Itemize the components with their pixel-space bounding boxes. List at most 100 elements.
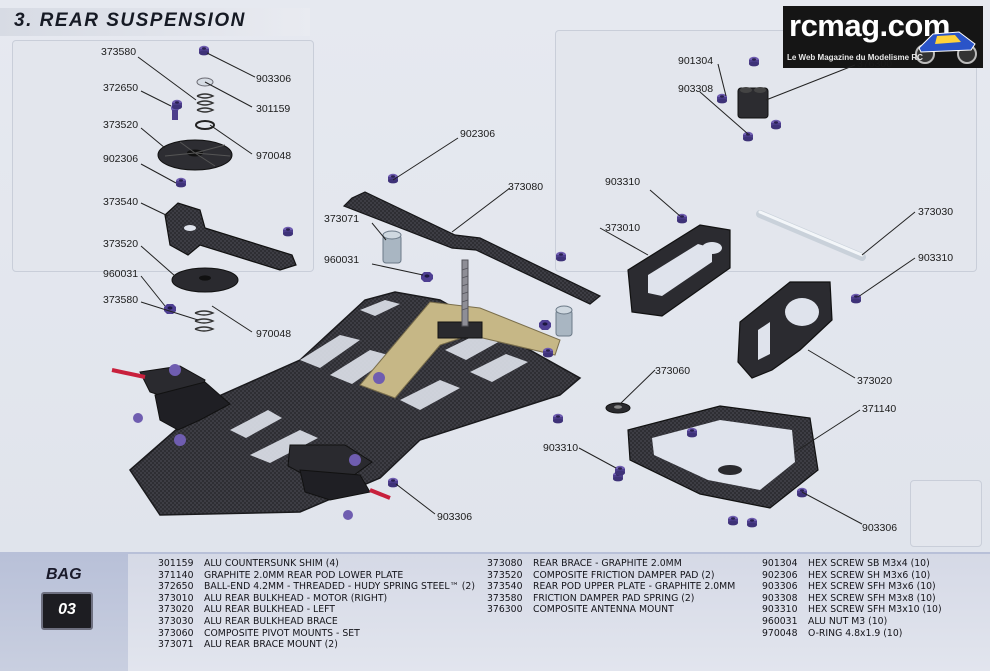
- part-code: 373540: [487, 581, 523, 593]
- rear-pod-upper-plate: [164, 202, 297, 271]
- part-description: ALU COUNTERSUNK SHIM (4): [204, 558, 339, 569]
- callout-label: 901304: [678, 55, 713, 67]
- callout-label: 903310: [543, 442, 578, 454]
- part-description: GRAPHITE 2.0MM REAR POD LOWER PLATE: [204, 569, 404, 581]
- rear-pod-lower-plate: [627, 405, 819, 509]
- rear-bulkhead-motor: [627, 224, 731, 317]
- rear-bulkhead-left: [737, 281, 833, 379]
- part-row: 970048 O-RING 4.8x1.9 (10): [762, 628, 942, 640]
- logo-text: rcmag.com: [789, 8, 950, 43]
- callout-label: 903306: [862, 522, 897, 534]
- part-description: ALU REAR BULKHEAD - LEFT: [204, 604, 335, 616]
- part-code: 903310: [762, 604, 798, 616]
- rear-arm-assembly: [111, 364, 391, 520]
- part-row: 373540 REAR POD UPPER PLATE - GRAPHITE 2.…: [487, 581, 735, 593]
- friction-damper-stack: [157, 77, 233, 171]
- part-description: HEX SCREW SFH M3x8 (10): [808, 592, 936, 604]
- part-row: 373060 COMPOSITE PIVOT MOUNTS - SET: [158, 628, 475, 640]
- callout-label: 373540: [103, 196, 138, 208]
- part-description: ALU REAR BRACE MOUNT (2): [204, 639, 338, 651]
- callout-label: 373580: [101, 46, 136, 58]
- part-description: COMPOSITE PIVOT MOUNTS - SET: [204, 627, 360, 639]
- callout-label: 372650: [103, 82, 138, 94]
- part-description: HEX SCREW SH M3x6 (10): [808, 569, 931, 581]
- part-code: 902306: [762, 569, 798, 581]
- callout-label: 371140: [862, 403, 896, 415]
- callout-label: 903308: [678, 83, 713, 95]
- part-code: 373520: [487, 569, 523, 581]
- part-row: 902306 HEX SCREW SH M3x6 (10): [762, 570, 942, 582]
- rcmag-logo: rcmag.com Le Web Magazine du Modelisme R…: [783, 6, 983, 68]
- part-code: 373020: [158, 604, 194, 616]
- part-callouts: 373580 903306 372650 301159 373520 97004…: [101, 46, 953, 534]
- part-code: 373010: [158, 592, 194, 604]
- background-page-right: [555, 30, 977, 272]
- parts-list-panel: [128, 554, 990, 671]
- part-description: HEX SCREW SFH M3x6 (10): [808, 581, 936, 593]
- part-code: 301159: [158, 558, 194, 569]
- friction-damper-lower: [171, 267, 239, 332]
- part-description: ALU REAR BULKHEAD - MOTOR (RIGHT): [204, 592, 388, 604]
- part-code: 903308: [762, 592, 798, 604]
- part-code: 373060: [158, 627, 194, 639]
- part-code: 901304: [762, 558, 798, 569]
- callout-label: 373020: [857, 375, 892, 387]
- antenna-mount: [737, 87, 769, 119]
- part-code: 373030: [158, 615, 194, 627]
- pivot-mount: [605, 402, 631, 414]
- callout-label: 902306: [103, 153, 138, 165]
- brace-mount-left: [382, 230, 402, 264]
- bag-number-badge: 03: [41, 592, 93, 630]
- part-row: 376300 COMPOSITE ANTENNA MOUNT: [487, 604, 735, 616]
- part-description: COMPOSITE ANTENNA MOUNT: [533, 604, 674, 616]
- callout-label: 373520: [103, 119, 138, 131]
- callout-label: 301159: [256, 103, 290, 115]
- callout-label: 373060: [655, 365, 690, 377]
- part-description: O-RING 4.8x1.9 (10): [808, 627, 903, 639]
- callout-label: 960031: [103, 268, 138, 280]
- part-row: 960031 ALU NUT M3 (10): [762, 616, 942, 628]
- part-description: REAR POD UPPER PLATE - GRAPHITE 2.0MM: [533, 581, 736, 593]
- bag-label: BAG: [46, 566, 82, 583]
- part-row: 373520 COMPOSITE FRICTION DAMPER PAD (2): [487, 570, 735, 582]
- part-code: 970048: [762, 627, 798, 639]
- part-row: 903308 HEX SCREW SFH M3x8 (10): [762, 593, 942, 605]
- callout-label: 960031: [324, 254, 359, 266]
- callout-label: 373071: [324, 213, 359, 225]
- part-code: 960031: [762, 615, 798, 627]
- part-code: 376300: [487, 604, 523, 616]
- parts-column-1: 301159 ALU COUNTERSUNK SHIM (4) 371140 GRA…: [158, 558, 475, 651]
- brace-mount-right: [555, 305, 573, 337]
- part-code: 371140: [158, 569, 194, 581]
- part-row: 373010 ALU REAR BULKHEAD - MOTOR (RIGHT): [158, 593, 475, 605]
- part-row: 301159 ALU COUNTERSUNK SHIM (4): [158, 558, 475, 570]
- part-description: ALU NUT M3 (10): [808, 615, 888, 627]
- callout-label: 376300: [857, 58, 892, 70]
- callout-label: 903310: [918, 252, 953, 264]
- parts-footer: [0, 552, 990, 671]
- brass-brace-plate: [359, 259, 561, 399]
- part-row: 373071 ALU REAR BRACE MOUNT (2): [158, 639, 475, 651]
- part-row: 373020 ALU REAR BULKHEAD - LEFT: [158, 604, 475, 616]
- callout-label: 903310: [605, 176, 640, 188]
- part-description: COMPOSITE FRICTION DAMPER PAD (2): [533, 569, 715, 581]
- logo-tagline: Le Web Magazine du Modelisme RC: [787, 53, 923, 62]
- leader-lines: [137, 52, 916, 525]
- callout-label: 902306: [460, 128, 495, 140]
- callout-label: 970048: [256, 150, 291, 162]
- part-code: 373071: [158, 639, 194, 651]
- callout-label: 970048: [256, 328, 291, 340]
- part-code: 373580: [487, 592, 523, 604]
- title-bar: [0, 8, 310, 36]
- bulkhead-brace-pin: [756, 210, 866, 261]
- exploded-diagram: 373580 903306 372650 301159 373520 97004…: [101, 45, 953, 534]
